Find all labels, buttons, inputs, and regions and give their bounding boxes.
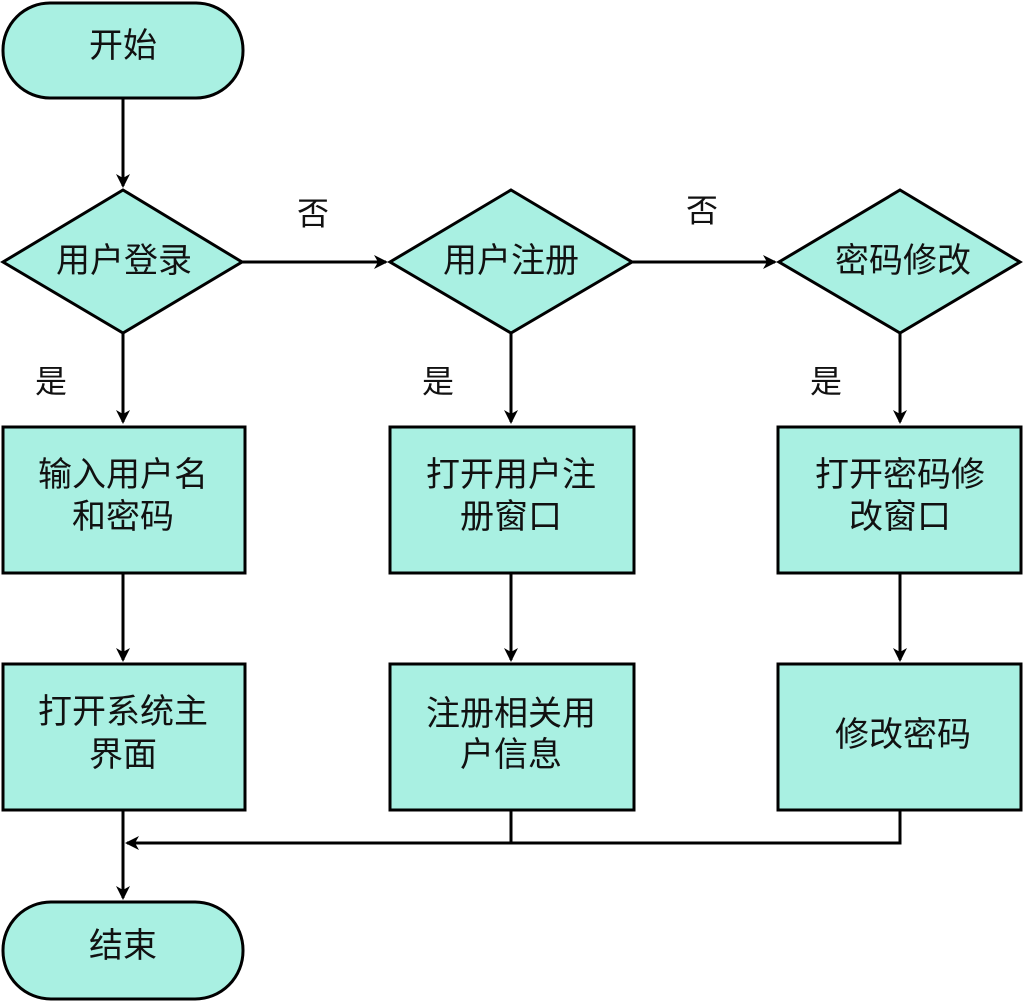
node-open-main-line-1: 打开系统主 xyxy=(38,692,208,732)
node-input-credentials-line-1: 输入用户名 xyxy=(38,455,208,495)
node-change-pwd-label: 密码修改 xyxy=(835,241,971,281)
node-register-info-line-2: 户信息 xyxy=(460,735,562,775)
process-shape xyxy=(776,425,1023,575)
edge-label-register-no: 否 xyxy=(686,192,718,230)
node-start: 开始 xyxy=(1,1,245,100)
process-shape xyxy=(388,425,636,575)
node-register-info-line-1: 注册相关用 xyxy=(426,694,596,734)
node-register-label: 用户注册 xyxy=(443,241,579,281)
node-change-password-label: 修改密码 xyxy=(835,715,971,755)
node-open-register-window-line-2: 册窗口 xyxy=(460,497,562,537)
node-register: 用户注册 xyxy=(387,188,635,335)
edge-label-login-no: 否 xyxy=(297,195,329,233)
node-open-register-window: 打开用户注 册窗口 xyxy=(388,425,636,575)
node-change-password: 修改密码 xyxy=(776,662,1023,812)
node-start-label: 开始 xyxy=(89,26,157,66)
node-login-label: 用户登录 xyxy=(56,241,192,281)
node-open-main-line-2: 界面 xyxy=(89,735,157,775)
node-open-change-pwd-window: 打开密码修 改窗口 xyxy=(776,425,1023,575)
edges xyxy=(116,98,907,900)
node-open-change-pwd-window-line-2: 改窗口 xyxy=(849,497,951,537)
node-login: 用户登录 xyxy=(0,188,245,335)
process-shape xyxy=(1,425,247,575)
decision-shape xyxy=(0,188,245,335)
node-register-info: 注册相关用 户信息 xyxy=(388,662,636,812)
edge-merge-to-end xyxy=(125,810,902,850)
node-end: 结束 xyxy=(1,900,245,1001)
decision-shape xyxy=(387,188,635,335)
decision-shape xyxy=(776,188,1023,335)
node-end-label: 结束 xyxy=(89,926,157,966)
process-shape xyxy=(388,662,636,812)
node-open-register-window-line-1: 打开用户注 xyxy=(426,455,596,495)
process-shape xyxy=(776,662,1023,812)
edge-label-change-pwd-yes: 是 xyxy=(810,363,842,401)
node-input-credentials: 输入用户名 和密码 xyxy=(1,425,247,575)
node-open-main: 打开系统主 界面 xyxy=(1,662,247,812)
node-input-credentials-line-2: 和密码 xyxy=(72,497,174,537)
process-shape xyxy=(1,662,247,812)
node-change-pwd: 密码修改 xyxy=(776,188,1023,335)
edge-label-register-yes: 是 xyxy=(422,363,454,401)
node-open-change-pwd-window-line-1: 打开密码修 xyxy=(815,455,985,495)
edge-label-login-yes: 是 xyxy=(35,363,67,401)
terminal-shape xyxy=(1,1,245,100)
terminal-shape xyxy=(1,900,245,1001)
